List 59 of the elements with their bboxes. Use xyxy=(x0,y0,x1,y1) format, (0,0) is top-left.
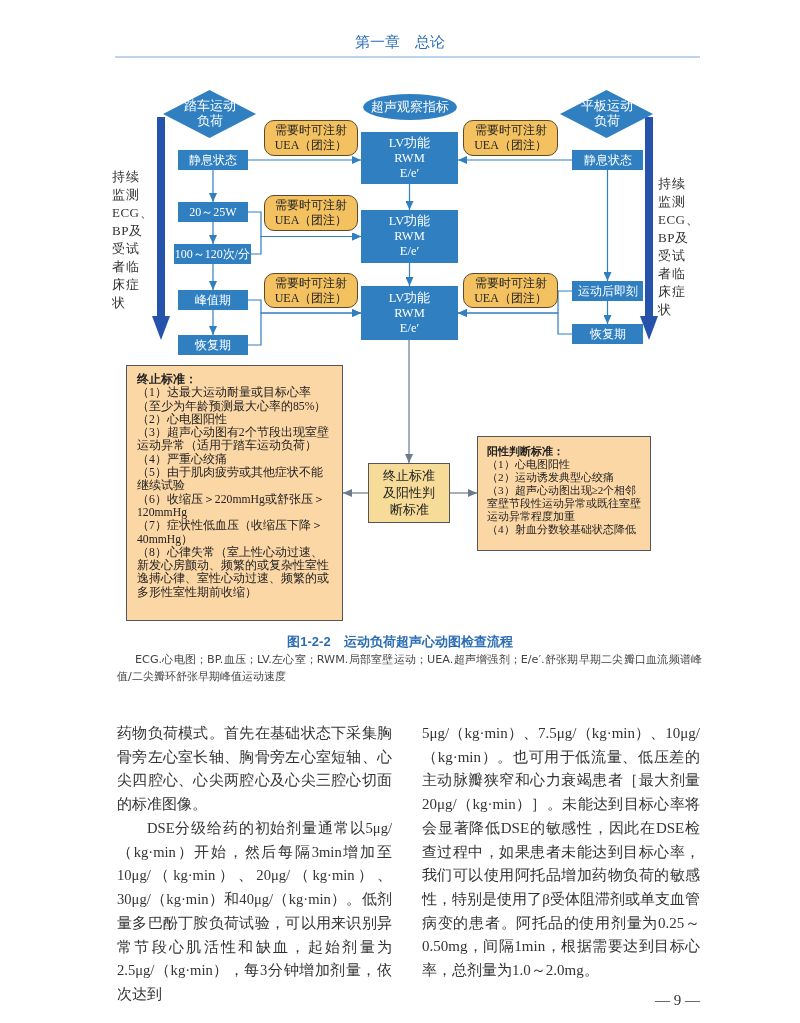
running-header: 第一章 总论 xyxy=(354,33,446,52)
summary-box: 终止标准及阳性判断标准 xyxy=(368,463,450,523)
arrow xyxy=(247,309,362,346)
criteria-item: （4）射血分数较基础状态降低 xyxy=(487,523,637,536)
arrow xyxy=(342,489,369,497)
page-number: — 9 — xyxy=(655,992,700,1009)
arrow xyxy=(603,300,612,325)
arrow xyxy=(209,263,217,291)
criteria-item: （4）严重心绞痛 xyxy=(137,452,228,466)
injection-box: 需要时可注射UEA（团注） xyxy=(264,195,358,231)
step-box: 静息状态 xyxy=(572,150,643,170)
criteria-item: （2）运动诱发典型心绞痛 xyxy=(487,471,615,484)
arrow xyxy=(405,183,414,211)
injection-box: 需要时可注射UEA（团注） xyxy=(264,273,358,308)
arrow xyxy=(247,156,362,164)
injection-box: 需要时可注射UEA（团注） xyxy=(264,120,358,156)
criteria-heading: 阳性判断标准： xyxy=(487,445,565,458)
step-box: 20～25W xyxy=(178,202,248,222)
indicator-box: LV功能 RWM E/e′ xyxy=(361,210,458,263)
criteria-item: （1）心电图阳性 xyxy=(487,458,571,471)
criteria-heading: 终止标准： xyxy=(137,373,198,386)
indicator-box: LV功能 RWM E/e′ xyxy=(361,286,458,340)
heading-ellipse: 超声观察指标 xyxy=(363,94,457,120)
arrow xyxy=(457,156,573,164)
arrow xyxy=(405,339,413,464)
step-box: 运动后即刻 xyxy=(572,281,643,301)
criteria-item: （8）心律失常（室上性心动过速、新发心房颤动、频繁的或复杂性室性逸搏心律、室性心动过速、频繁的或多形性室性期前收缩） xyxy=(137,545,330,600)
criteria-item: （1）达最大运动耐量或目标心率（至少为年龄预测最大心率的85%） xyxy=(137,386,328,413)
caption-note: ECG.心电图；BP.血压；LV.左心室；RWM.局部室壁运动；UEA.超声增强剂；E/e′.舒张期早期二尖瓣口血流频谱峰值/二尖瓣环舒张早期峰值运动速度 xyxy=(117,652,702,685)
arrow xyxy=(603,169,612,282)
body-paragraph: 5μg/（kg·min）、7.5μg/（kg·min）、10μg/（kg·min）。也可用于低流量、低压差的主动脉瓣狭窄和心力衰竭患者［最大剂量20μg/（kg·min）］。未能达到目标心率将会显著降低DSE的敏感性，因此在DSE检查过程中，如果患者未能达到目标心率，我们可以使用阿托品增加药物负荷的敏感性，特别是使用了β受体阻滞剂或单支血管病变的患者。阿托品的使用剂量为0.25～0.50mg，间隔1min，根据需要达到目标心率，总剂量为1.0～2.0mg。 xyxy=(422,724,700,981)
arrow xyxy=(449,489,478,497)
side-note: 持续监测ECG、BP及受试者临床症状 xyxy=(112,168,152,312)
criteria-item: （3）超声心动图出现≥2个相邻室壁节段性运动异常或既往室壁运动异常程度加重 xyxy=(487,484,642,523)
injection-box: 需要时可注射UEA（团注） xyxy=(463,273,558,308)
body-paragraph: 药物负荷模式。首先在基础状态下采集胸骨旁左心室长轴、胸骨旁左心室短轴、心尖四腔心、心尖两腔心及心尖三腔心切面的标准图像。 xyxy=(117,724,392,815)
injection-box: 需要时可注射UEA（团注） xyxy=(463,120,558,156)
body-paragraph: DSE分级给药的初始剂量通常以5μg/（kg·min）开始，然后每隔3min增加至10μg/（kg·min）、20μg/（kg·min）、30μg/（kg·min）和40μg/（kg·min）。低剂量多巴酚丁胺负荷试验，可以用来识别异常节段心肌活性和缺血，起始剂量为2.5μg/（kg·min），每3分钟增加剂量，依次达到 xyxy=(117,819,392,1004)
arrow xyxy=(250,232,362,255)
arrow xyxy=(209,309,217,336)
indicator-box: LV功能 RWM E/e′ xyxy=(361,132,458,184)
step-box: 恢复期 xyxy=(178,335,248,355)
arrow xyxy=(209,169,217,203)
arrow xyxy=(457,309,573,335)
criteria-box xyxy=(126,365,343,621)
arrow xyxy=(405,262,414,287)
criteria-item: （2）心电图阳性 xyxy=(137,412,227,426)
figure-caption: 图1-2-2 运动负荷超声心动图检查流程 xyxy=(286,633,514,651)
criteria-box xyxy=(477,436,651,551)
step-box: 恢复期 xyxy=(572,324,643,344)
step-box: 静息状态 xyxy=(178,150,248,170)
criteria-item: （3）超声心动图有2个节段出现室壁运动异常（适用于踏车运动负荷） xyxy=(137,426,330,453)
criteria-item: （7）症状性低血压（收缩压下降＞40mmHg） xyxy=(137,519,324,546)
side-note: 持续监测ECG、BP及受试者临床症状 xyxy=(658,175,698,319)
arrow xyxy=(209,221,217,245)
criteria-item: （6）收缩压＞220mmHg或舒张压＞120mmHg xyxy=(137,492,326,520)
criteria-item: （5）由于肌肉疲劳或其他症状不能继续试验 xyxy=(137,466,324,493)
step-box: 100～120次/分 xyxy=(174,244,251,264)
step-box: 峰值期 xyxy=(178,290,248,310)
